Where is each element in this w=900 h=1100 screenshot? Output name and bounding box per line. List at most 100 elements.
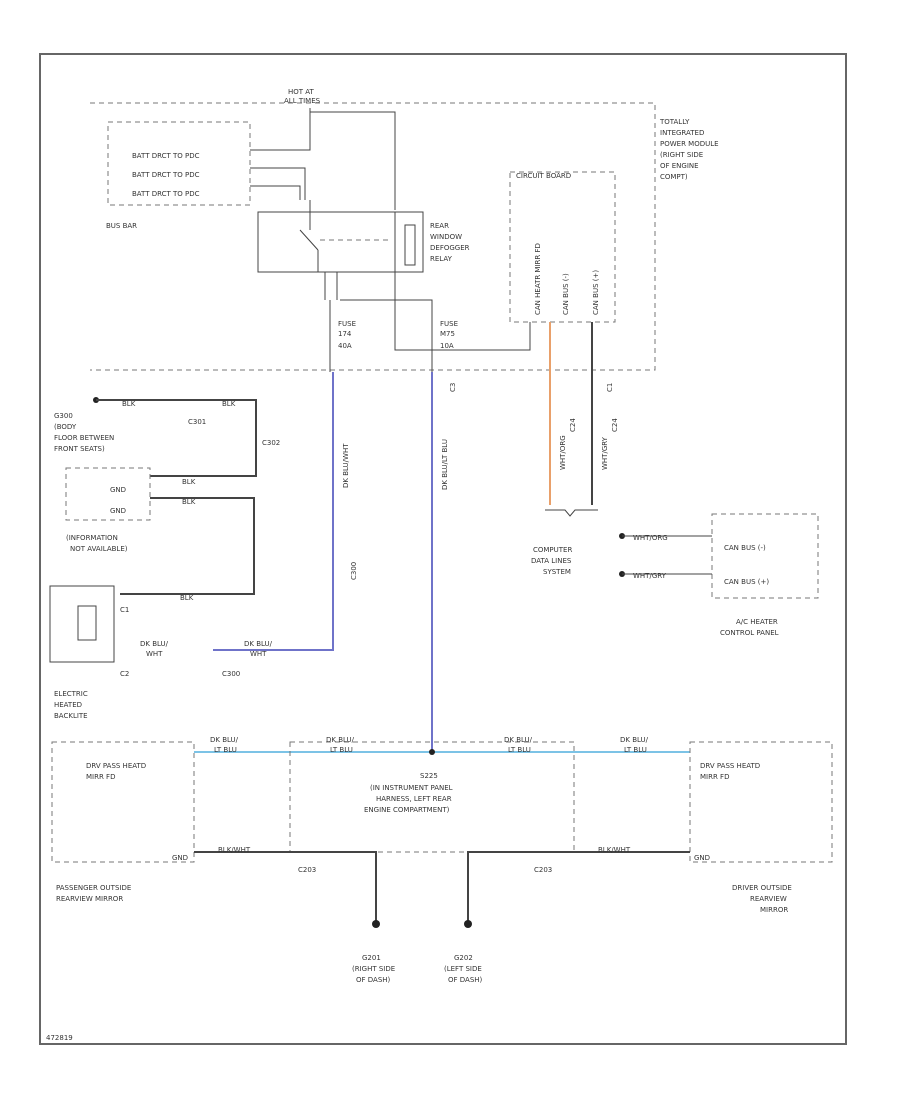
c2-label: C2	[120, 670, 129, 678]
h2a-label: DK BLU/	[326, 736, 355, 744]
g300-label-1: G300	[54, 412, 73, 420]
dkblu-label-2: DK BLU/	[244, 640, 273, 648]
backlite-grid-icon	[77, 605, 97, 641]
driver-mirror-outline	[689, 741, 833, 863]
g201-label-1: G201	[362, 954, 381, 962]
h3b-label: LT BLU	[508, 746, 531, 754]
blk-label-2: BLK	[222, 400, 236, 408]
gnd-label-1: GND	[110, 486, 126, 494]
c24-label-b: C24	[611, 418, 619, 432]
batt-label-2: BATT DRCT TO PDC	[132, 171, 200, 179]
hvac-wire-1-label: WHT/ORG	[633, 534, 668, 542]
c302-label: C302	[262, 439, 280, 447]
blk-label-4: BLK	[182, 498, 196, 506]
left-ground-wire	[194, 851, 377, 922]
batt-label-3: BATT DRCT TO PDC	[132, 190, 200, 198]
fuse-b-feed	[394, 272, 531, 351]
hvac-wires	[622, 535, 712, 575]
h1b-label: LT BLU	[214, 746, 237, 754]
all-times-label: ALL TIMES	[284, 97, 321, 105]
right-ground-wire	[467, 851, 690, 922]
relay-switch	[299, 200, 319, 272]
gnd3-label: GND	[172, 854, 188, 862]
h1a-label: DK BLU/	[210, 736, 239, 744]
fuse-a-amp: 40A	[338, 342, 352, 350]
g202-label-2: (LEFT SIDE	[444, 965, 482, 973]
module-label-5: OF ENGINE	[660, 162, 699, 170]
relay-coil	[394, 212, 416, 272]
g300-ground-wire	[96, 399, 257, 477]
dos-label-1: DRIVER OUTSIDE	[732, 884, 792, 892]
fuse-a-number: 174	[338, 330, 352, 338]
hvac-panel-outline	[711, 513, 819, 599]
backlite-label-3: BACKLITE	[54, 712, 88, 720]
g201-ground-dot	[372, 920, 380, 928]
module-label-1: TOTALLY	[659, 118, 690, 126]
h3a-label: DK BLU/	[504, 736, 533, 744]
blk-label-5: BLK	[180, 594, 194, 602]
c203-label-b: C203	[534, 866, 552, 874]
circuit-board-outline	[509, 171, 616, 323]
g300-label-4: FRONT SEATS)	[54, 445, 105, 453]
g201-label-3: OF DASH)	[356, 976, 391, 984]
info-box-outline	[65, 467, 151, 521]
h4b-label: LT BLU	[624, 746, 647, 754]
g300-label-3: FLOOR BETWEEN	[54, 434, 114, 442]
c1-can-label: C1	[606, 383, 614, 392]
g202-ground-dot	[464, 920, 472, 928]
info-label-2: NOT AVAILABLE)	[70, 545, 128, 553]
wht-label-1: WHT	[146, 650, 163, 658]
backlite-label-2: HEATED	[54, 701, 82, 709]
s225-harness-outline	[289, 741, 575, 853]
bus-bar-outline	[107, 121, 251, 206]
dos-label-2: REARVIEW	[750, 895, 787, 903]
g201-label-2: (RIGHT SIDE	[352, 965, 395, 973]
module-label-2: INTEGRATED	[660, 129, 704, 137]
dmirror-label-2: MIRR FD	[700, 773, 729, 781]
blk-label-1: BLK	[122, 400, 136, 408]
vertical-label-b: DK BLU/LT BLU	[441, 439, 449, 490]
fuse-a-label: FUSE	[338, 320, 356, 328]
hvac-label-1: A/C HEATER	[736, 618, 778, 626]
cb-pin-3-label: CAN BUS (+)	[592, 270, 600, 315]
pmirror-label-1: DRV PASS HEATD	[86, 762, 146, 770]
cdls-label-3: SYSTEM	[543, 568, 571, 576]
fuse-a-wire	[324, 272, 338, 372]
backlite-label-1: ELECTRIC	[54, 690, 88, 698]
bus-bar-label: BUS BAR	[106, 222, 137, 230]
s225-splice-dot	[429, 749, 435, 755]
gnd-label-2: GND	[110, 507, 126, 515]
relay-label-1: REAR	[430, 222, 449, 230]
diagram-frame	[39, 53, 847, 1045]
cdls-label-1: COMPUTER	[533, 546, 572, 554]
gnd4-label: GND	[694, 854, 710, 862]
power-module-outline	[90, 102, 656, 371]
c301-label: C301	[188, 418, 206, 426]
cb-pin-2-label: CAN BUS (-)	[562, 273, 570, 315]
hvac-label-2: CONTROL PANEL	[720, 629, 779, 637]
module-label-6: COMPT)	[660, 173, 688, 181]
vertical-label-a: DK BLU/WHT	[342, 443, 350, 488]
module-label-3: POWER MODULE	[660, 140, 719, 148]
backlite-box	[49, 585, 115, 663]
h4a-label: DK BLU/	[620, 736, 649, 744]
s225-label-3: HARNESS, LEFT REAR	[376, 795, 452, 803]
relay-box	[257, 211, 424, 273]
bus-feed-wire	[250, 112, 311, 200]
bw-label-1: BLK/WHT	[218, 846, 251, 854]
hvac-pin-1-label: CAN BUS (-)	[724, 544, 766, 552]
c3-label: C3	[449, 383, 457, 392]
g300-label-2: (BODY	[54, 423, 77, 431]
can-wire-2-label: WHT/GRY	[601, 436, 609, 470]
relay-label-3: DEFOGGER	[430, 244, 470, 252]
h2b-label: LT BLU	[330, 746, 353, 754]
c300-label: C300	[222, 670, 240, 678]
c300-vertical-label: C300	[350, 562, 358, 580]
can-bundle-bracket	[545, 509, 598, 517]
info-gnd-wire	[120, 497, 255, 595]
c24-label-a: C24	[569, 418, 577, 432]
info-label-1: (INFORMATION	[66, 534, 118, 542]
wht-label-2: WHT	[250, 650, 267, 658]
circuit-board-label: CIRCUIT BOARD	[516, 172, 571, 180]
